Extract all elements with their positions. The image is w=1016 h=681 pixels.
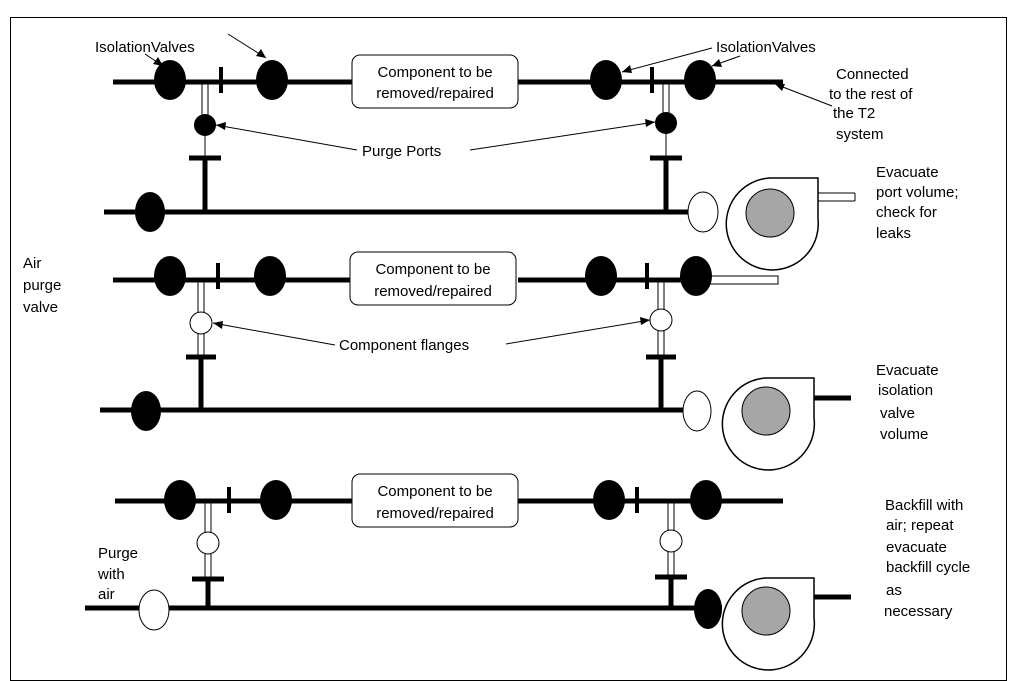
isolation-valve-icon: [135, 192, 165, 232]
connected-label-4: system: [836, 126, 884, 143]
air-purge-valve-icon: [138, 589, 170, 631]
isolation-valves-label-left: IsolationValves: [95, 39, 195, 56]
component-box-line1: Component to be: [377, 64, 492, 81]
stage-2: Component to be removed/repaired Air pur…: [23, 251, 939, 471]
isolation-valve-icon: [131, 391, 161, 431]
isolation-valve-icon: [690, 480, 722, 520]
arrow: [212, 322, 336, 346]
evacuate-port-label-1: Evacuate: [876, 164, 939, 181]
evacuate-port-label-3: check for: [876, 204, 937, 221]
isolation-valve-icon: [256, 60, 288, 100]
backfill-label-5: as: [886, 582, 902, 599]
component-box: [351, 473, 519, 528]
component-flange-icon: [196, 531, 220, 555]
arrow: [774, 83, 833, 107]
component-flange-icon: [659, 529, 683, 553]
evacuate-isolation-label-1: Evacuate: [876, 362, 939, 379]
backfill-label-3: evacuate: [886, 539, 947, 556]
isolation-valve-icon: [590, 60, 622, 100]
component-box: [351, 54, 519, 109]
isolation-valve-icon: [154, 60, 186, 100]
evacuate-isolation-label-2: isolation: [878, 382, 933, 399]
isolation-valve-icon: [593, 480, 625, 520]
purge-port-icon: [194, 114, 216, 136]
backfill-label-4: backfill cycle: [886, 559, 970, 576]
component-flanges-label: Component flanges: [339, 337, 469, 354]
stage-3: Component to be removed/repaired Purge w…: [85, 473, 970, 671]
purge-with-air-label-3: air: [98, 586, 115, 603]
connected-label-2: to the rest of: [829, 86, 913, 103]
connected-label-3: the T2: [833, 105, 875, 122]
component-box-line2: removed/repaired: [374, 283, 492, 300]
component-box-line1: Component to be: [375, 261, 490, 278]
arrow: [469, 121, 656, 151]
air-purge-valve-label-3: valve: [23, 299, 58, 316]
open-outlet-icon: [705, 275, 779, 285]
purge-ports-label: Purge Ports: [362, 143, 441, 160]
isolation-valve-icon: [254, 256, 286, 296]
isolation-valve-icon: [680, 256, 712, 296]
isolation-valve-icon: [154, 256, 186, 296]
arrow: [215, 124, 358, 151]
stage-1: Component to be removed/repaired Isolati…: [95, 33, 959, 271]
isolation-valve-icon: [164, 480, 196, 520]
evacuate-isolation-label-4: volume: [880, 426, 928, 443]
component-box-line2: removed/repaired: [376, 505, 494, 522]
pump-valve-icon: [682, 390, 712, 432]
vacuum-pump-icon: [721, 577, 851, 671]
component-flange-icon: [649, 308, 673, 332]
isolation-valve-icon: [260, 480, 292, 520]
pump-valve-icon: [694, 589, 722, 629]
backfill-label-6: necessary: [884, 603, 953, 620]
vacuum-pump-icon: [721, 377, 851, 471]
pump-valve-icon: [687, 191, 719, 233]
component-box: [349, 251, 517, 306]
air-purge-valve-label-2: purge: [23, 277, 61, 294]
component-flange-icon: [189, 311, 213, 335]
purge-with-air-label-2: with: [97, 566, 125, 583]
purge-port-icon: [655, 112, 677, 134]
arrow: [621, 47, 713, 73]
air-purge-valve-label-1: Air: [23, 255, 41, 272]
vacuum-pump-icon: [725, 177, 856, 271]
arrow: [505, 319, 651, 345]
purge-with-air-label-1: Purge: [98, 545, 138, 562]
isolation-valve-icon: [684, 60, 716, 100]
backfill-label-1: Backfill with: [885, 497, 963, 514]
evacuate-port-label-4: leaks: [876, 225, 911, 242]
isolation-valves-label-right: IsolationValves: [716, 39, 816, 56]
isolation-valve-icon: [585, 256, 617, 296]
evacuate-isolation-label-3: valve: [880, 405, 915, 422]
component-box-line2: removed/repaired: [376, 85, 494, 102]
connected-label-1: Connected: [836, 66, 909, 83]
component-box-line1: Component to be: [377, 483, 492, 500]
backfill-label-2: air; repeat: [886, 517, 954, 534]
evacuate-port-label-2: port volume;: [876, 184, 959, 201]
